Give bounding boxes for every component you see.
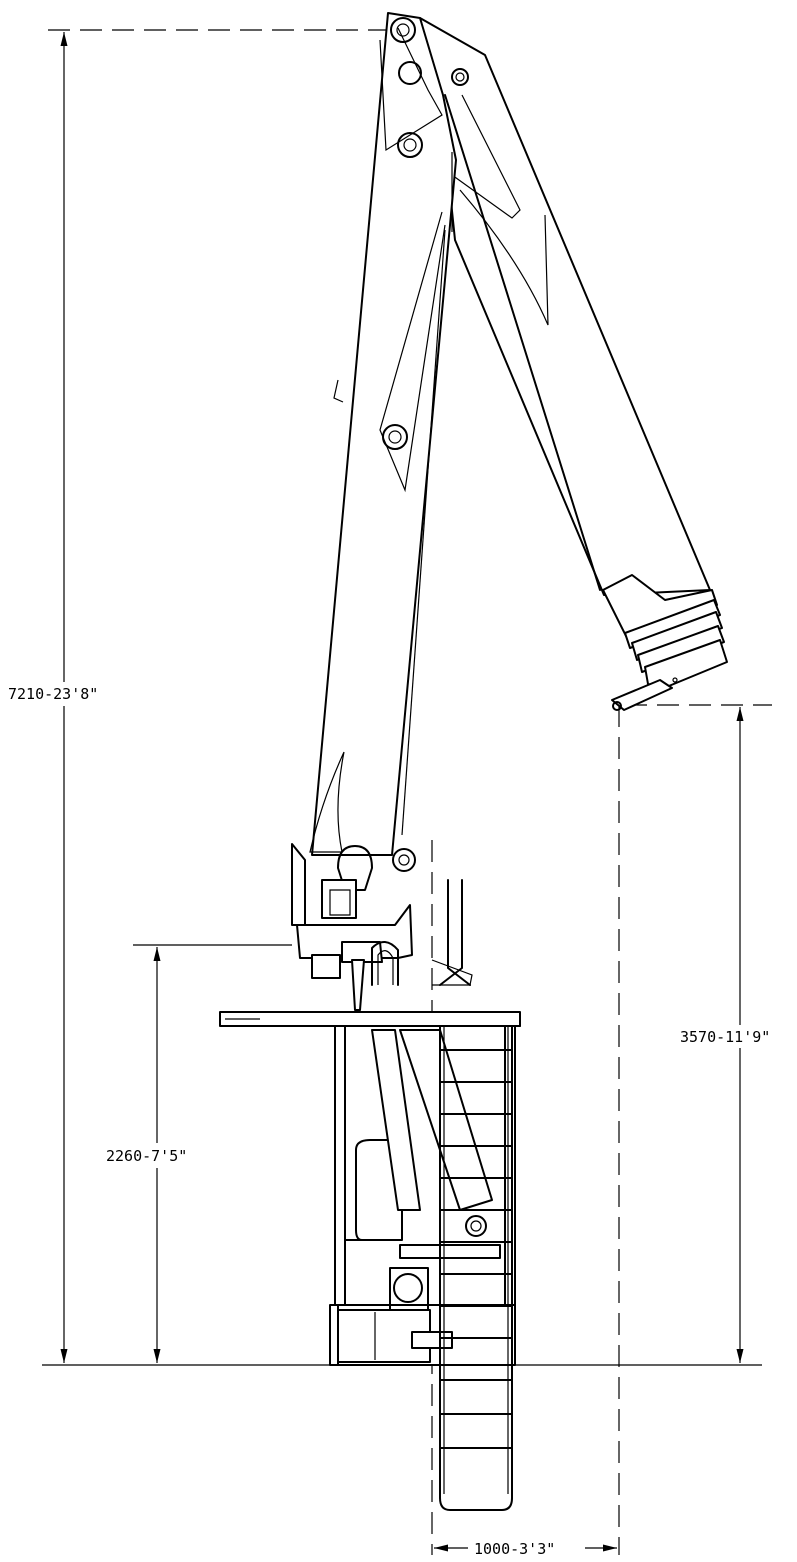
boom-cylinder-bracket (379, 211, 446, 493)
lift-cylinder-pin (382, 424, 408, 450)
column-slewing-plate (296, 904, 413, 959)
boom-foot-pin (392, 848, 416, 872)
hose-loop (371, 941, 399, 986)
dimension-total-height: 7210-23'8" (8, 32, 98, 1363)
dimension-platform-height: 2260-7'5" (106, 947, 187, 1363)
ladder-handrail (439, 879, 471, 986)
jib-extension-section-4 (637, 625, 725, 673)
lift-cylinder (371, 1029, 421, 1211)
ladder-rungs (439, 1049, 513, 1449)
boom-foot-gusset (309, 751, 345, 853)
jib-extension-section-5 (644, 639, 728, 689)
telescopic-jib (419, 17, 728, 711)
reach-label: 1000-3'3" (474, 1540, 555, 1558)
pedestal-frame (329, 1025, 516, 1366)
boom-head-pin (390, 17, 416, 43)
dimension-reach: 1000-3'3" (434, 1540, 617, 1558)
dimension-tip-height: 3570-11'9" (680, 707, 770, 1363)
slewing-slot (337, 845, 373, 891)
crane-column-head (291, 843, 473, 1011)
control-valve-block (321, 879, 357, 919)
boom-pins (337, 17, 469, 891)
jib-link-pin (451, 68, 469, 86)
boom-link-pin (398, 61, 422, 85)
platform-deck (219, 1011, 521, 1027)
tip-height-label: 3570-11'9" (680, 1028, 770, 1046)
total-height-label: 7210-23'8" (8, 685, 98, 703)
platform-height-label: 2260-7'5" (106, 1147, 187, 1165)
boom-cylinder-pin (397, 132, 423, 158)
access-ladder (439, 1025, 513, 1511)
